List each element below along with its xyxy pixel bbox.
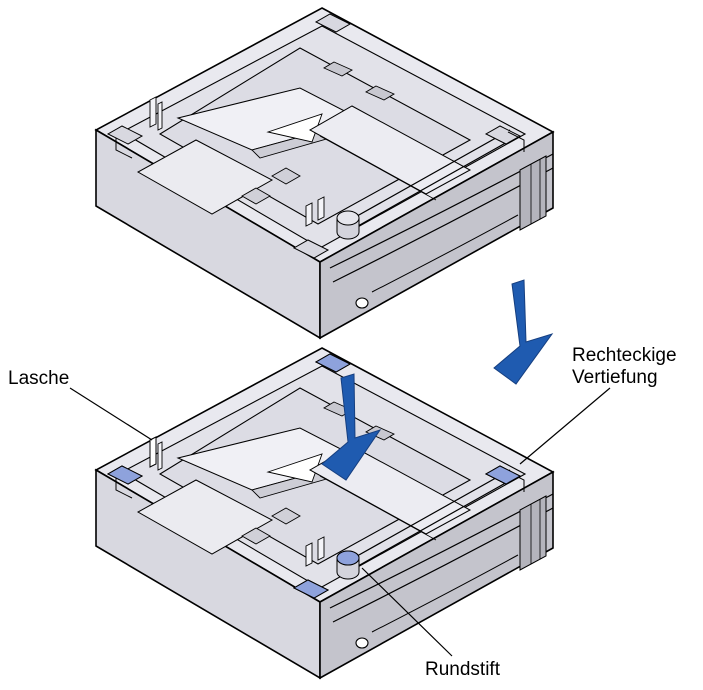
upper-drawer	[95, 7, 554, 339]
recess-front-highlight	[292, 579, 330, 599]
down-arrow-icon	[493, 279, 554, 385]
round-pin-highlight	[336, 550, 360, 566]
recess-leader-line	[519, 387, 611, 465]
tab-highlight	[149, 436, 157, 468]
recess-right-highlight	[484, 465, 522, 485]
recess-back-highlight	[314, 353, 352, 373]
callout-rechteckige-vertiefung: Rechteckige Vertiefung	[572, 345, 677, 389]
lower-drawer	[95, 347, 554, 679]
down-arrow-icon	[321, 373, 382, 481]
rundstift-leader-line	[361, 567, 453, 657]
lasche-leader-line	[69, 387, 153, 441]
callout-lasche: Lasche	[8, 368, 70, 389]
callout-rechteckige-line1: Rechteckige	[572, 345, 677, 366]
callout-rechteckige-line2: Vertiefung	[572, 367, 658, 388]
callout-rundstift: Rundstift	[425, 659, 500, 680]
recess-left-highlight	[106, 465, 144, 485]
